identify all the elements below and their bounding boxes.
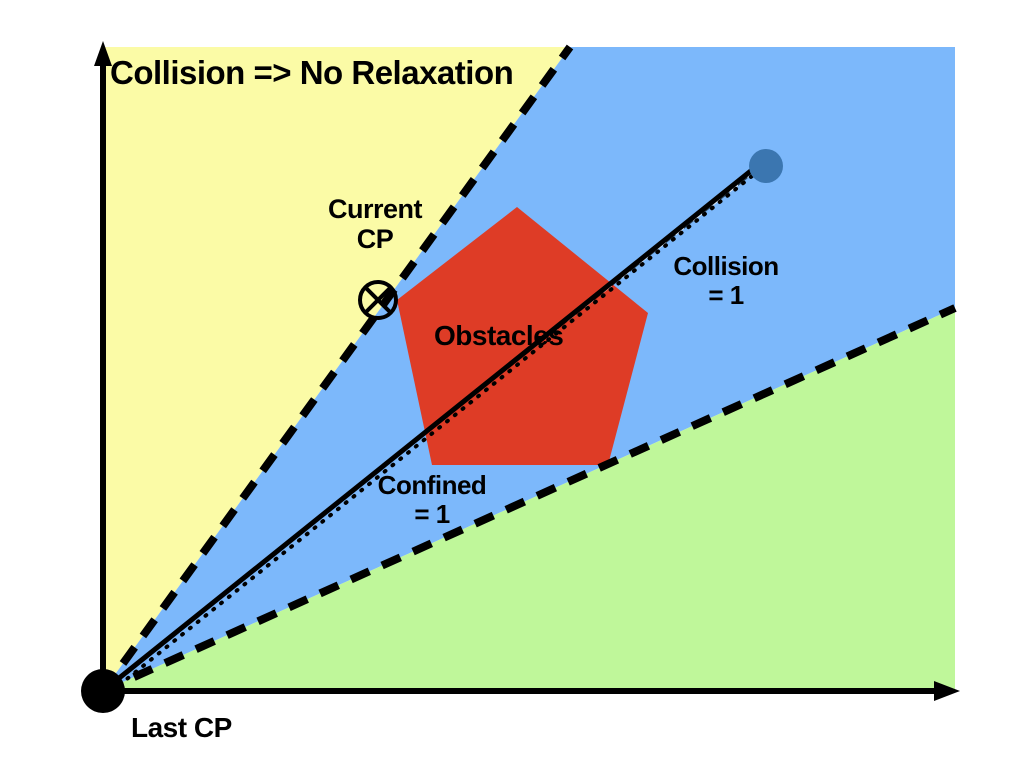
- axes: [94, 41, 960, 701]
- swath-boundaries: [100, 167, 755, 694]
- swath-lower-edge: [110, 174, 754, 693]
- last-cp-label: Last CP: [131, 712, 232, 743]
- boundary-collision: [99, 44, 574, 694]
- boundary-confined: [101, 304, 957, 695]
- swath-upper-edge: [100, 167, 755, 694]
- current-cp-label: Current CP: [327, 194, 423, 255]
- goal-dot[interactable]: [749, 149, 783, 183]
- current-cp-cross[interactable]: [358, 280, 398, 320]
- page-title: Collision => No Relaxation: [110, 54, 514, 91]
- markers: [81, 149, 783, 713]
- confined-label: Confined = 1: [377, 470, 487, 530]
- x-axis-arrowhead: [934, 681, 960, 701]
- last-cp-dot[interactable]: [81, 669, 125, 713]
- region-boundaries: [99, 44, 957, 695]
- region-free: [103, 308, 955, 691]
- collision-label: Collision = 1: [673, 251, 779, 311]
- obstacles-label: Obstacles: [434, 320, 564, 351]
- y-axis-arrowhead: [94, 41, 112, 66]
